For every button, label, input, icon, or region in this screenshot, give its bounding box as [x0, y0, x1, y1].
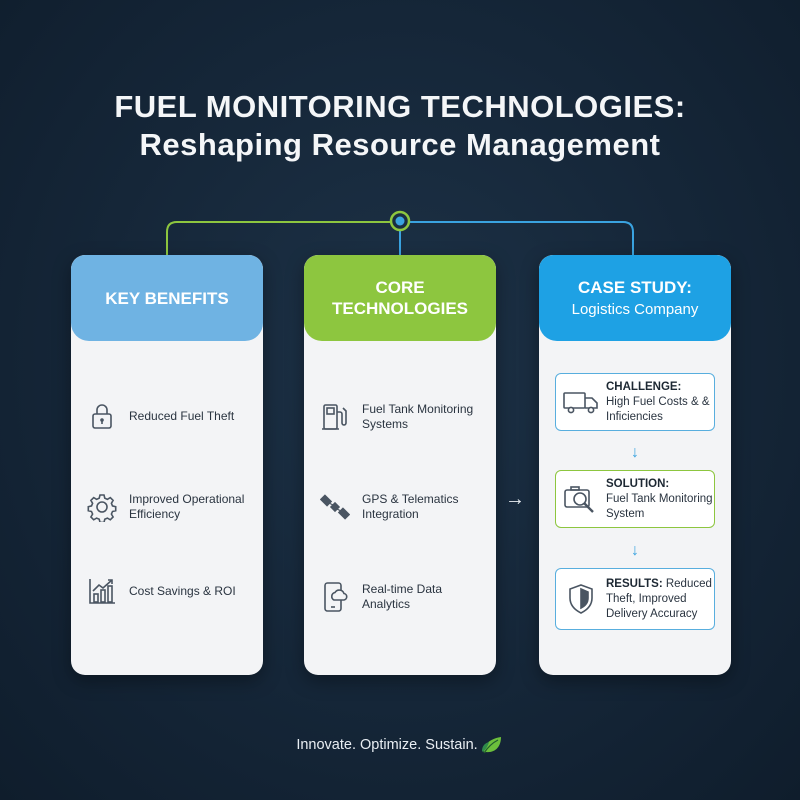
- technology-item: Fuel Tank Monitoring Systems: [318, 400, 488, 434]
- flow-arrow-icon: →: [505, 488, 525, 510]
- core-technologies-title-2: TECHNOLOGIES: [331, 299, 468, 318]
- solution-description: Fuel Tank Monitoring System: [606, 492, 713, 520]
- title-line-2: Reshaping Resource Management: [139, 127, 661, 162]
- technology-label: Fuel Tank Monitoring Systems: [362, 402, 474, 431]
- lock-icon: [85, 399, 119, 433]
- case-study-header: CASE STUDY: Logistics Company: [539, 255, 731, 341]
- challenge-text: CHALLENGE: High Fuel Costs & & Inficienc…: [606, 380, 714, 425]
- leaf-icon: [481, 737, 501, 754]
- key-benefits-title: KEY BENEFITS: [105, 288, 229, 308]
- challenge-box: CHALLENGE: High Fuel Costs & & Inficienc…: [555, 373, 715, 431]
- results-label: RESULTS:: [606, 577, 663, 590]
- connector-blue: [410, 221, 634, 258]
- key-benefits-header: KEY BENEFITS: [71, 255, 263, 341]
- results-description: Reduced Theft, Improved Delivery Accurac…: [606, 577, 712, 620]
- solution-box: SOLUTION: Fuel Tank Monitoring System: [555, 470, 715, 528]
- fuel-pump-icon: [318, 400, 352, 434]
- challenge-label: CHALLENGE:: [606, 380, 682, 393]
- core-technologies-card: CORE TECHNOLOGIES Fuel Tank Monitoring S…: [304, 255, 496, 675]
- title-line-1: FUEL MONITORING TECHNOLOGIES:: [114, 89, 686, 124]
- core-technologies-title-1: CORE: [375, 278, 425, 297]
- footer-text: Innovate. Optimize. Sustain.: [296, 737, 478, 753]
- case-study-subtitle: Logistics Company: [571, 300, 699, 318]
- case-study-card: CASE STUDY: Logistics Company CHALLENGE:…: [539, 255, 731, 675]
- technology-label: Real-time Data Analytics: [362, 582, 443, 611]
- benefit-label: Cost Savings & ROI: [129, 583, 236, 598]
- camera-search-icon: [562, 480, 600, 518]
- technology-label: GPS & Telematics Integration: [362, 492, 459, 521]
- phone-cloud-icon: [318, 580, 352, 614]
- connector-green: [166, 221, 390, 258]
- benefit-label: Reduced Fuel Theft: [129, 408, 235, 423]
- page-title: FUEL MONITORING TECHNOLOGIES: Reshaping …: [0, 88, 800, 164]
- solution-label: SOLUTION:: [606, 477, 670, 490]
- chart-growth-icon: [85, 574, 119, 608]
- solution-text: SOLUTION: Fuel Tank Monitoring System: [606, 477, 714, 522]
- benefit-item: Improved Operational Efficiency: [85, 490, 255, 524]
- gear-icon: [85, 490, 119, 524]
- down-arrow-icon: ↓: [631, 444, 639, 461]
- results-box: RESULTS: Reduced Theft, Improved Deliver…: [555, 568, 715, 630]
- results-text: RESULTS: Reduced Theft, Improved Deliver…: [606, 577, 714, 622]
- technology-item: Real-time Data Analytics: [318, 580, 488, 614]
- truck-icon: [562, 383, 600, 421]
- challenge-description: High Fuel Costs & & Inficiencies: [606, 395, 710, 423]
- down-arrow-icon: ↓: [631, 542, 639, 559]
- core-technologies-header: CORE TECHNOLOGIES: [304, 255, 496, 341]
- benefit-item: Cost Savings & ROI: [85, 574, 255, 608]
- key-benefits-card: KEY BENEFITS Reduced Fuel Theft Improved…: [71, 255, 263, 675]
- benefit-item: Reduced Fuel Theft: [85, 399, 255, 433]
- benefit-label: Improved Operational Efficiency: [129, 492, 245, 521]
- technology-item: GPS & Telematics Integration: [318, 490, 488, 524]
- shield-icon: [562, 580, 600, 618]
- satellite-icon: [318, 490, 352, 524]
- case-study-title: CASE STUDY:: [578, 277, 692, 297]
- footer-tagline: Innovate. Optimize. Sustain.: [0, 735, 800, 755]
